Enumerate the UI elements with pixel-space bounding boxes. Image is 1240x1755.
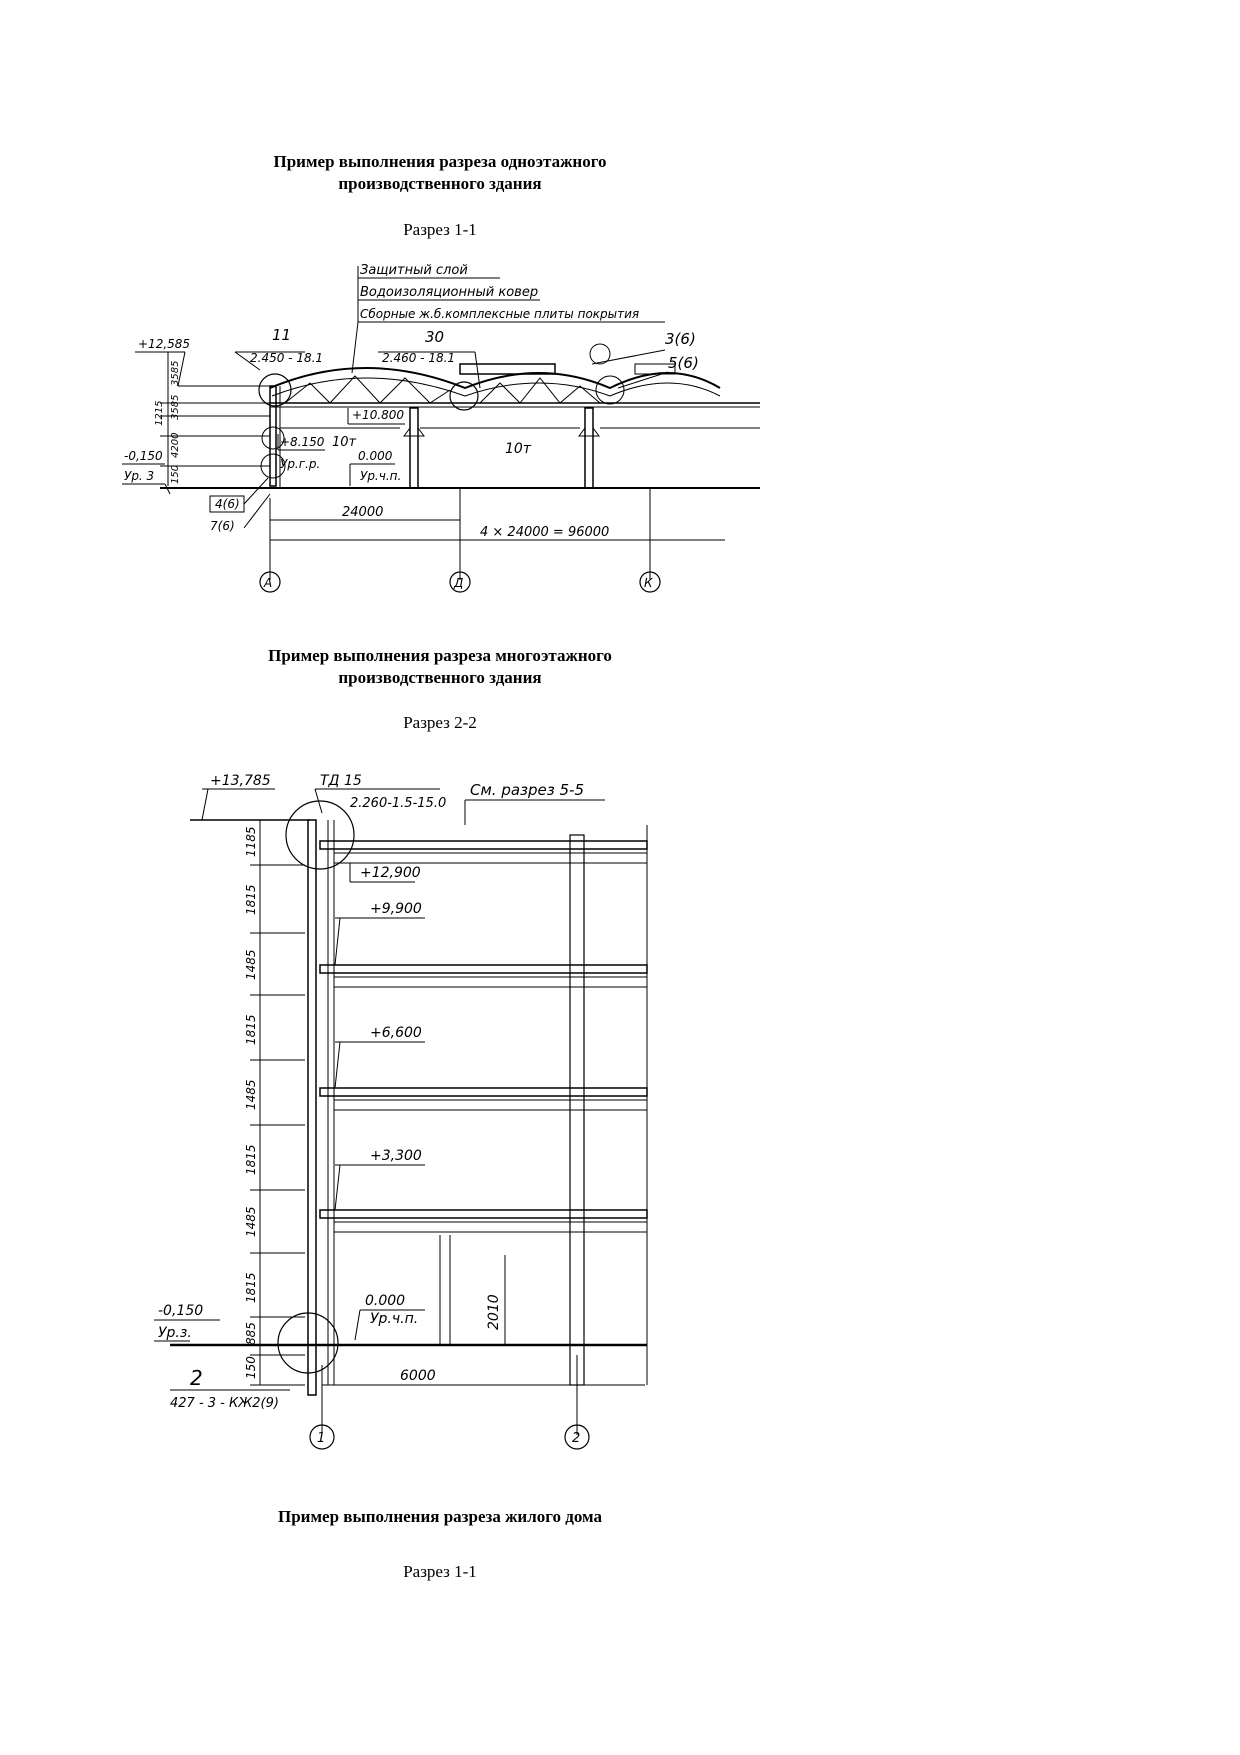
mark-000: 0.000 (358, 449, 393, 463)
d2-dim-7: 1485 (244, 1206, 258, 1237)
section-1-subtitle: Разрез 1-1 (403, 220, 477, 239)
d2-dim-5: 1485 (244, 1079, 258, 1110)
axis-a: А (263, 576, 272, 590)
node-5: 5(6) (668, 354, 699, 372)
mark-8150: +8.150 (280, 435, 325, 449)
d2-td-ref: 2.260-1.5-15.0 (350, 796, 446, 811)
mark-10800: +10.800 (352, 408, 404, 422)
d2-dim-1: 1185 (244, 826, 258, 857)
dim-left-3: 3585 (170, 395, 181, 420)
dim-left-4: 4200 (170, 433, 181, 458)
d2-node-2: 2 (190, 1366, 203, 1390)
ur-gr: Ур.г.р. (280, 457, 320, 471)
d2-mark-9900: +9,900 (370, 901, 422, 917)
d2-dim-ticks (250, 819, 305, 1386)
node-7: 7(6) (210, 519, 235, 533)
d2-mark-6600: +6,600 (370, 1025, 422, 1041)
layer-label-3: Сборные ж.б.комплексные плиты покрытия (360, 307, 639, 321)
dim-24000: 24000 (342, 505, 383, 520)
drawing-multi-storey-section: +13,785 ТД 15 2.260-1.5-15.0 См. разрез … (154, 773, 648, 1450)
d2-td: ТД 15 (320, 773, 362, 789)
dim-left-5: 150 (170, 465, 181, 484)
dim-left-2: 1215 (154, 401, 165, 426)
d2-see-section: См. разрез 5-5 (470, 781, 584, 799)
span-10t-b: 10т (505, 441, 532, 457)
d2-axis-1: 1 (317, 1431, 325, 1446)
d2-mark-3300: +3,300 (370, 1148, 422, 1164)
d2-axis-2: 2 (572, 1431, 580, 1446)
node-30: 30 (425, 328, 444, 346)
mark-top: +12,585 (138, 337, 190, 351)
d2-mark-neg: -0,150 (158, 1303, 203, 1319)
section-1-title-line1: Пример выполнения разреза одноэтажного (273, 152, 607, 171)
layer-label-1: Защитный слой (360, 263, 468, 278)
section-2-title-line2: производственного здания (338, 668, 542, 687)
d2-dim-8: 1815 (244, 1272, 258, 1303)
node-30-ref: 2.460 - 18.1 (382, 351, 455, 365)
d2-node-ref: 427 - 3 - КЖ2(9) (170, 1396, 279, 1411)
d2-dim-6000: 6000 (400, 1368, 436, 1384)
d2-dim-6: 1815 (244, 1144, 258, 1175)
d2-dim-9: 885 (244, 1322, 258, 1345)
d2-mark-top: +13,785 (210, 773, 271, 789)
d2-floors (319, 840, 648, 1233)
span-10t-a: 10т (332, 435, 357, 450)
section-1-title-line2: производственного здания (338, 174, 542, 193)
d2-dim-4: 1815 (244, 1014, 258, 1045)
d2-mark-000: 0.000 (365, 1293, 405, 1309)
d2-ur-3: Ур.з. (158, 1325, 192, 1341)
node-3: 3(6) (665, 330, 696, 348)
section-3-title: Пример выполнения разреза жилого дома (150, 1506, 730, 1528)
node-11: 11 (272, 326, 291, 344)
section-2-title-line1: Пример выполнения разреза многоэтажного (268, 646, 612, 665)
section-3-title-line1: Пример выполнения разреза жилого дома (277, 1507, 603, 1526)
d2-dim-2010: 2010 (486, 1294, 502, 1330)
section-1-title: Пример выполнения разреза одноэтажного п… (150, 151, 730, 195)
section-2-subtitle: Разрез 2-2 (403, 713, 477, 732)
d2-ur-chp: Ур.ч.п. (370, 1311, 418, 1327)
ur-3: Ур. 3 (124, 469, 154, 483)
d2-dim-10: 150 (244, 1356, 258, 1379)
dim-left-1: 3585 (170, 361, 181, 386)
mark-neg: -0,150 (124, 449, 163, 463)
section-3-subtitle: Разрез 1-1 (403, 1562, 477, 1581)
drawing-single-storey-section: Защитный слой Водоизоляционный ковер Сбо… (122, 263, 760, 593)
d2-mark-12900: +12,900 (360, 865, 421, 881)
ur-chp: Ур.ч.п. (360, 469, 401, 483)
section-2-title: Пример выполнения разреза многоэтажного … (150, 645, 730, 689)
d2-dim-3: 1485 (244, 949, 258, 980)
node-11-ref: 2.450 - 18.1 (250, 351, 323, 365)
layer-label-2: Водоизоляционный ковер (360, 285, 538, 300)
d2-dim-2: 1815 (244, 884, 258, 915)
axis-k: К (644, 576, 653, 590)
node-4: 4(6) (215, 497, 240, 511)
dim-total: 4 × 24000 = 96000 (480, 525, 609, 540)
axis-d: Д (453, 576, 463, 590)
